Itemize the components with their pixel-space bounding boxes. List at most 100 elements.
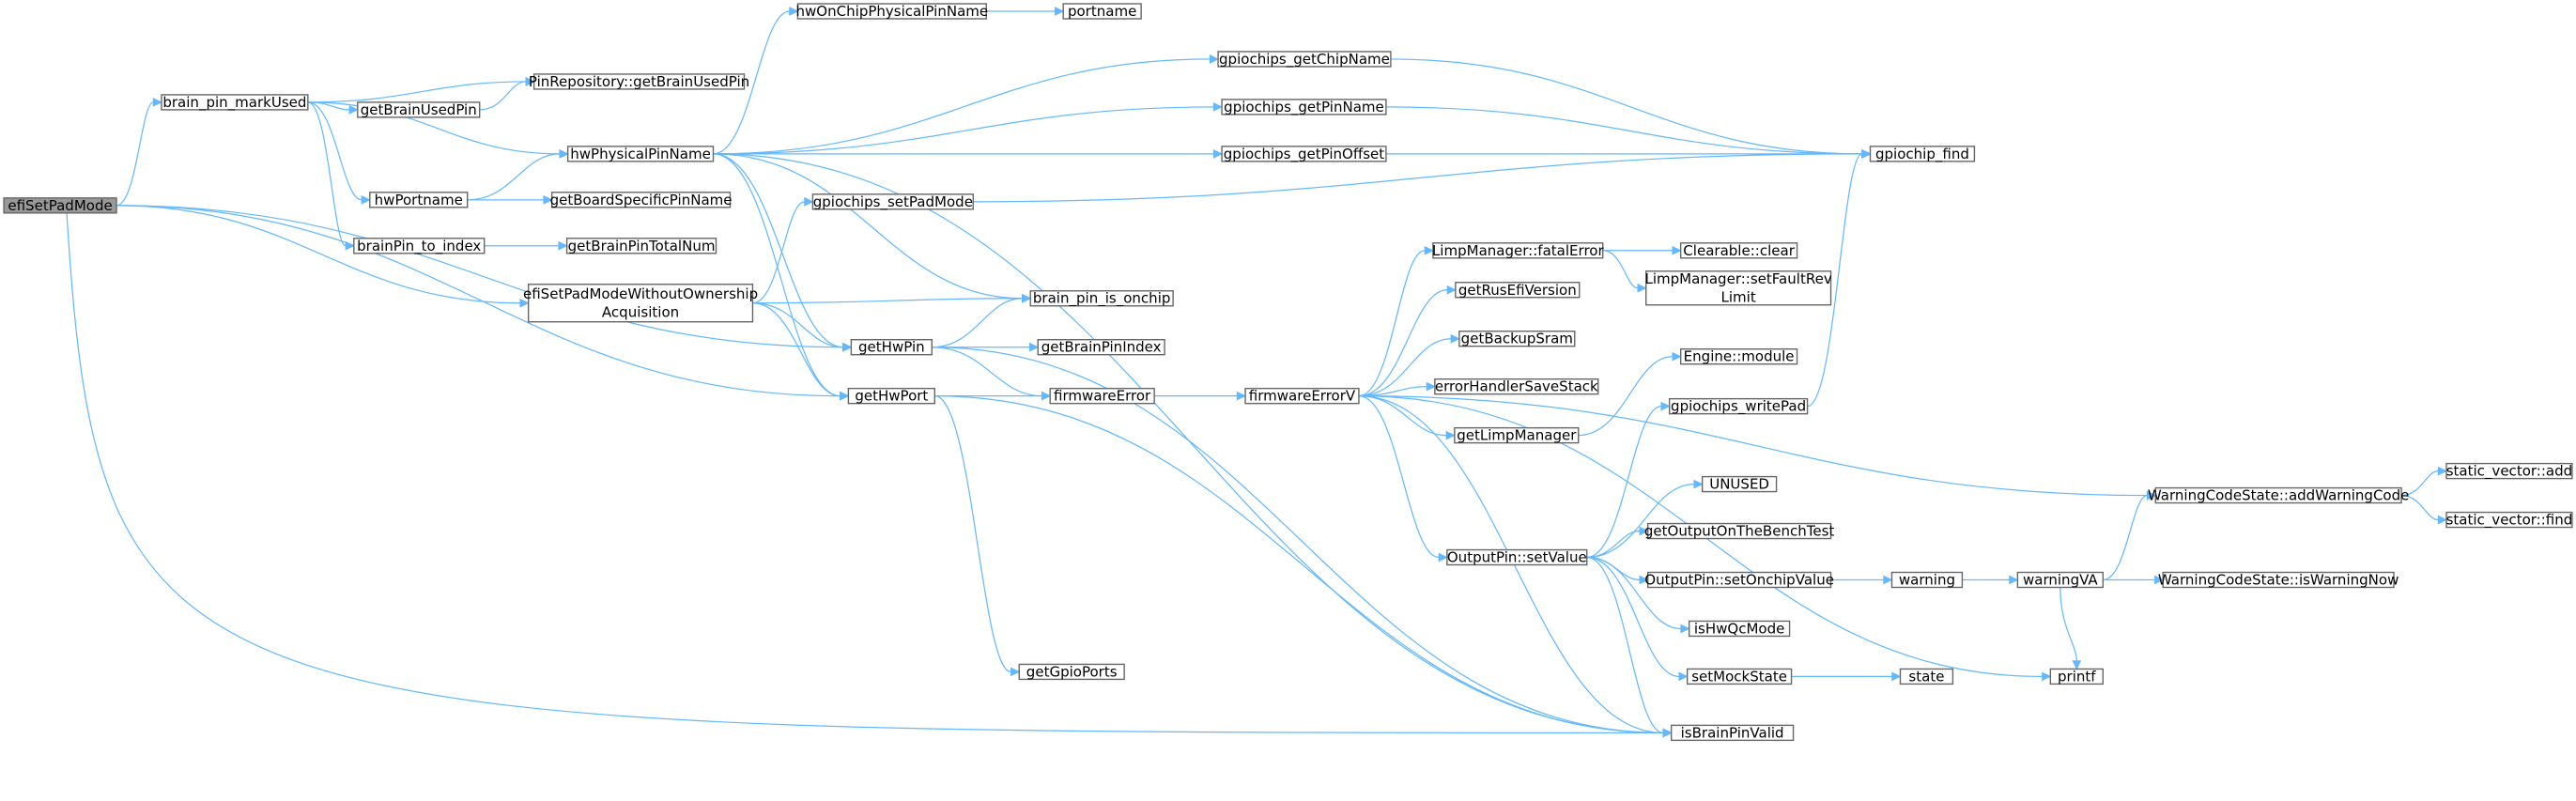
- edge-gpiochips_getChipName-to-gpiochip_find: [1390, 58, 1862, 155]
- arrowhead-icon: [1639, 575, 1649, 585]
- edge-firmwareErrorV-to-getRusEfiVersion: [1358, 289, 1448, 397]
- node-iswarningnow[interactable]: WarningCodeState::isWarningNow: [2158, 572, 2399, 589]
- edge-firmwareErrorV-to-addWarningCode: [1358, 395, 2148, 497]
- node-gpiochips-getpinname[interactable]: gpiochips_getPinName: [1221, 99, 1387, 116]
- node-getbrainusedpin[interactable]: getBrainUsedPin: [357, 101, 481, 118]
- node-label: WarningCodeState::isWarningNow: [2158, 572, 2399, 589]
- node-box: [1432, 242, 1604, 259]
- nodes-layer: efiSetPadMode brain_pin_markUsed PinReposi…: [3, 3, 2573, 742]
- node-box: [1037, 339, 1165, 356]
- node-brainpin-to-index[interactable]: brainPin_to_index: [353, 238, 486, 255]
- node-getboardspecificpinname[interactable]: getBoardSpecificPinName: [550, 192, 733, 208]
- node-errorhandlersavestack[interactable]: errorHandlerSaveStack: [1434, 378, 1599, 395]
- edge-efiSetPadMode-to-isBrainPinValid: [66, 212, 1663, 733]
- node-gpiochip-find[interactable]: gpiochip_find: [1869, 146, 1976, 163]
- node-getbrainpinindex[interactable]: getBrainPinIndex: [1037, 339, 1165, 356]
- edge-efiSetPadMode-to-brain_pin_markUsed: [116, 101, 154, 207]
- arrowhead-icon: [2009, 575, 2019, 585]
- node-hwphysicalpinname[interactable]: hwPhysicalPinName: [566, 146, 715, 162]
- node-warning[interactable]: warning: [1890, 572, 1964, 589]
- node-getlimpmanager[interactable]: getLimpManager: [1454, 427, 1580, 444]
- arrowhead-icon: [789, 7, 799, 16]
- node-firmwareerrorv[interactable]: firmwareErrorV: [1244, 387, 1360, 405]
- edge-OutputPin_setValue-to-gpiochips_writePad: [1586, 406, 1662, 559]
- node-box: [1701, 475, 1778, 493]
- node-label: OutputPin::setOnchipValue: [1644, 572, 1834, 589]
- node-clearable-clear[interactable]: Clearable::clear: [1679, 242, 1798, 259]
- node-box: [1899, 668, 1954, 685]
- edge-addWarningCode-to-static_vector_find: [2401, 494, 2439, 521]
- node-box: [1458, 331, 1576, 347]
- node-brain-pin-markused[interactable]: brain_pin_markUsed: [161, 94, 309, 112]
- node-label: getGpioPorts: [1026, 663, 1118, 680]
- node-printf[interactable]: printf: [2049, 668, 2104, 685]
- node-brain-pin-is-onchip[interactable]: brain_pin_is_onchip: [1029, 290, 1174, 308]
- node-ishwqcmode[interactable]: isHwQcMode: [1688, 620, 1791, 637]
- arrowhead-icon: [1029, 342, 1040, 352]
- node-unused[interactable]: UNUSED: [1701, 475, 1778, 493]
- node-engine-module[interactable]: Engine::module: [1679, 348, 1798, 365]
- arrowhead-icon: [558, 240, 568, 251]
- edge-warningVA-to-printf: [2059, 587, 2077, 661]
- node-static-vector-add[interactable]: static_vector::add: [2445, 463, 2573, 481]
- node-outputpin-setonchipvalue[interactable]: OutputPin::setOnchipValue: [1644, 572, 1834, 589]
- node-static-vector-find[interactable]: static_vector::find: [2445, 512, 2573, 530]
- node-label: UNUSED: [1709, 476, 1769, 493]
- node-outputpin-setvalue[interactable]: OutputPin::setValue: [1446, 549, 1588, 566]
- node-pinrepository-getbrainusedpin[interactable]: PinRepository::getBrainUsedPin: [529, 73, 749, 90]
- edge-firmwareErrorV-to-LimpManager_fatalError: [1358, 250, 1426, 397]
- node-gpiochips-getpinoffset[interactable]: gpiochips_getPinOffset: [1221, 146, 1387, 163]
- edge-gpiochips_writePad-to-gpiochip_find: [1807, 153, 1863, 408]
- edge-getHwPin-to-isBrainPinValid: [932, 347, 1663, 733]
- node-isbrainpinvalid[interactable]: isBrainPinValid: [1670, 724, 1795, 742]
- node-firmwareerror[interactable]: firmwareError: [1049, 388, 1155, 405]
- node-box: [1869, 146, 1976, 162]
- node-label: efiSetPadMode: [8, 197, 112, 214]
- node-label: OutputPin::setValue: [1447, 549, 1587, 566]
- node-box: [847, 387, 936, 405]
- node-label: isHwQcMode: [1694, 620, 1785, 637]
- node-hwonchipphysicalpinname[interactable]: hwOnChipPhysicalPinName: [796, 3, 989, 20]
- node-getbrainpintotalnum[interactable]: getBrainPinTotalNum: [565, 238, 717, 254]
- node-state[interactable]: state: [1899, 668, 1954, 685]
- node-warningva[interactable]: warningVA: [2016, 572, 2104, 589]
- node-setmockstate[interactable]: setMockState: [1686, 668, 1793, 685]
- arrowhead-icon: [1438, 552, 1448, 562]
- edge-hwPhysicalPinName-to-hwOnChipPhysicalPinName: [713, 10, 790, 155]
- node-label: errorHandlerSaveStack: [1435, 378, 1598, 395]
- node-gethwport[interactable]: getHwPort: [847, 387, 936, 405]
- node-gpiochips-writepad[interactable]: gpiochips_writePad: [1668, 398, 1809, 416]
- node-getgpioports[interactable]: getGpioPorts: [1018, 663, 1125, 680]
- edge-getHwPin-to-brain_pin_is_onchip: [932, 298, 1023, 348]
- node-getrusefiversion[interactable]: getRusEfiVersion: [1455, 282, 1581, 299]
- edge-hwPhysicalPinName-to-getHwPort: [713, 153, 841, 397]
- arrowhead-icon: [1022, 293, 1032, 303]
- node-addwarningcode[interactable]: WarningCodeState::addWarningCode: [2148, 487, 2409, 504]
- arrowhead-icon: [1212, 148, 1224, 159]
- node-label: gpiochips_getPinName: [1224, 99, 1384, 116]
- arrowhead-icon: [543, 194, 553, 205]
- node-gpiochips-setpadmode[interactable]: gpiochips_setPadMode: [811, 193, 974, 211]
- node-box: [1244, 387, 1360, 405]
- node-box: [1670, 724, 1795, 742]
- arrowhead-icon: [1041, 391, 1052, 401]
- node-hwportname[interactable]: hwPortname: [369, 192, 469, 208]
- edge-OutputPin_setValue-to-setMockState: [1586, 556, 1679, 678]
- node-getbackupsram[interactable]: getBackupSram: [1458, 331, 1576, 347]
- arrowhead-icon: [1637, 283, 1647, 293]
- node-getoutputonthebenchtest[interactable]: getOutputOnTheBenchTest: [1644, 523, 1835, 540]
- edge-efiSetPadMode-to-getHwPort: [116, 205, 841, 397]
- node-limpmanager-fatalerror[interactable]: LimpManager::fatalError: [1432, 242, 1605, 259]
- node-gpiochips-getchipname[interactable]: gpiochips_getChipName: [1217, 51, 1392, 69]
- arrowhead-icon: [1672, 351, 1682, 362]
- arrowhead-icon: [1445, 430, 1456, 440]
- node-box: [2154, 486, 2402, 504]
- node-box: [1221, 99, 1387, 116]
- node-box: [1686, 668, 1793, 685]
- node-portname[interactable]: portname: [1062, 3, 1142, 20]
- node-gethwpin[interactable]: getHwPin: [850, 339, 933, 356]
- node-efisetpadmode[interactable]: efiSetPadMode: [3, 197, 117, 214]
- node-label: getOutputOnTheBenchTest: [1644, 523, 1835, 540]
